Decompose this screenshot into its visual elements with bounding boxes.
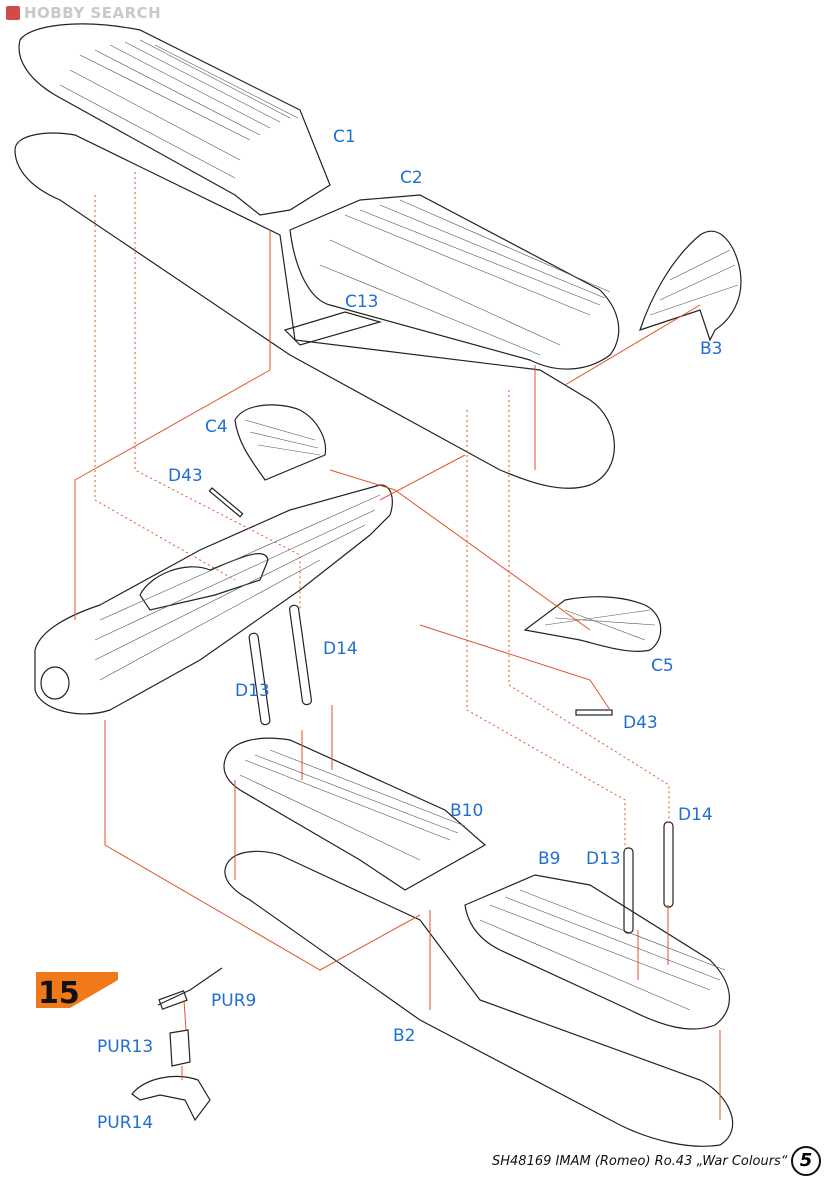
center-section-c13 <box>283 311 383 346</box>
part-labels: C1 C2 C13 B3 C4 D43 D14 D13 C5 D43 B10 D… <box>97 127 722 1133</box>
machine-gun-pur9 <box>157 967 223 1010</box>
watermark-logo-icon <box>6 6 20 20</box>
upper-wing-c2-ribs <box>319 199 611 356</box>
strut-d43-top <box>208 487 244 518</box>
fuselage-panel-lines <box>94 494 381 681</box>
label-d13-mid: D13 <box>235 681 270 701</box>
lower-wing-assembly <box>223 737 734 1147</box>
label-pur14: PUR14 <box>97 1113 153 1133</box>
strut-d13-mid <box>248 632 271 726</box>
tailplane-c5 <box>523 596 662 652</box>
lower-wing-b10 <box>223 737 487 891</box>
page-number: 5 <box>791 1146 821 1176</box>
upper-wing-c1 <box>18 23 331 216</box>
label-b9: B9 <box>538 849 560 869</box>
watermark-text: HOBBY SEARCH <box>24 4 162 22</box>
label-d43-top: D43 <box>168 466 203 486</box>
label-pur13: PUR13 <box>97 1037 153 1057</box>
label-pur9: PUR9 <box>211 991 256 1011</box>
tailplane-c5-ribs <box>544 609 656 641</box>
upper-wing-c1-ribs <box>59 39 299 179</box>
lower-wing-underside <box>224 850 734 1147</box>
gun-ring-pur14 <box>131 1075 211 1122</box>
step-15-badge-shape <box>36 972 118 1008</box>
fuselage <box>34 484 393 715</box>
tailplane-c4-ribs <box>244 419 321 456</box>
label-d13-right: D13 <box>586 849 621 869</box>
step-15-badge: 15 <box>36 972 118 1011</box>
label-c5: C5 <box>651 656 674 676</box>
label-d14-right: D14 <box>678 805 713 825</box>
strut-d43-right <box>575 709 613 716</box>
footer-title: SH48169 IMAM (Romeo) Ro.43 „War Colours“ <box>492 1154 788 1169</box>
engine-cowl-opening <box>40 666 70 700</box>
upper-wing-assembly <box>14 23 620 489</box>
watermark: HOBBY SEARCH <box>6 4 161 22</box>
mount-pur13 <box>169 1029 191 1067</box>
label-b10: B10 <box>450 801 483 821</box>
fuselage-body <box>34 484 393 715</box>
lower-wing-b9 <box>464 874 730 1030</box>
label-b3: B3 <box>700 339 722 359</box>
lower-wing-b9-ribs <box>479 889 726 1011</box>
assembly-guide-lines <box>74 172 721 1120</box>
label-c2: C2 <box>400 168 423 188</box>
strut-d14-right <box>663 821 674 908</box>
label-b2: B2 <box>393 1026 415 1046</box>
upper-wing-underside <box>14 132 615 489</box>
tailplane-c4 <box>234 404 327 481</box>
label-d43-right: D43 <box>623 713 658 733</box>
label-d14-mid: D14 <box>323 639 358 659</box>
strut-d14-mid <box>288 604 312 706</box>
label-c13: C13 <box>345 292 379 312</box>
fin-b3-ribs <box>649 249 739 316</box>
label-c1: C1 <box>333 127 356 147</box>
step-15-number: 15 <box>38 976 80 1011</box>
step-15-guide-line <box>181 999 187 1080</box>
strut-d13-right <box>623 847 634 934</box>
upper-wing-c2 <box>289 194 620 370</box>
label-c4: C4 <box>205 417 228 437</box>
